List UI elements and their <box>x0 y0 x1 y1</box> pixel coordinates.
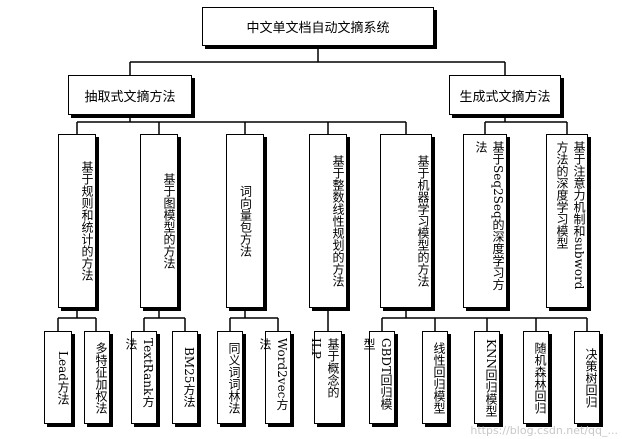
leaf-linear-node: 线性回归模型 <box>422 331 448 424</box>
method-ilp-node: 基于整数线性规划的方法 <box>309 134 347 308</box>
method-stat-node: 基于规则和统计的方法 <box>58 134 96 308</box>
method-vsm-label: 词向量包方法 <box>238 185 253 257</box>
leaf-lead-node: Lead方法 <box>44 331 72 424</box>
leaf-word2vec-node: Word2vec方法 <box>258 331 291 424</box>
watermark-text: https://blog.csdn.net/qq_... <box>470 424 618 437</box>
leaf-bm25-label: BM25方法 <box>182 347 196 408</box>
leaf-dtree-label: 决策树回归 <box>584 347 598 408</box>
extractive-node: 抽取式文摘方法 <box>68 75 192 115</box>
leaf-gbdt-label: GBDT回归模型 <box>362 338 393 411</box>
generative-label: 生成式文摘方法 <box>459 89 551 105</box>
leaf-multi-node: 多特征加权法 <box>84 331 110 424</box>
leaf-synonym-node: 同义词词林法 <box>217 331 243 424</box>
method-seq2seq-label: 基于Seq2Seq的深度学习方法 <box>474 141 505 291</box>
leaf-synonym-label: 同义词词林法 <box>227 341 241 414</box>
method-stat-label: 基于规则和统计的方法 <box>80 161 94 281</box>
method-ml-label: 基于机器学习模型的方法 <box>416 155 430 287</box>
method-attn-label: 基于注意力机制和subword方法的深度学习模型 <box>555 141 586 290</box>
method-seq2seq-node: 基于Seq2Seq的深度学习方法 <box>463 134 507 308</box>
leaf-bm25-node: BM25方法 <box>172 331 198 424</box>
leaf-word2vec-label: Word2vec方法 <box>258 338 289 411</box>
leaf-multi-label: 多特征加权法 <box>94 341 108 414</box>
root-label: 中文单文档自动文摘系统 <box>246 21 390 36</box>
leaf-knn-label: KNN回归模型 <box>484 338 498 417</box>
leaf-linear-label: 线性回归模型 <box>432 341 446 414</box>
root-node: 中文单文档自动文摘系统 <box>202 7 434 46</box>
leaf-dtree-node: 决策树回归 <box>574 331 600 424</box>
method-ml-node: 基于机器学习模型的方法 <box>380 134 432 308</box>
method-ilp-label: 基于整数线性规划的方法 <box>331 155 345 287</box>
leaf-concept-ilp-node: 基于概念的ILP <box>309 331 342 424</box>
method-attn-node: 基于注意力机制和subword方法的深度学习模型 <box>546 134 588 308</box>
leaf-gbdt-node: GBDT回归模型 <box>362 331 395 424</box>
leaf-knn-node: KNN回归模型 <box>474 331 500 424</box>
leaf-rf-label: 随机森林回归 <box>533 341 547 414</box>
generative-node: 生成式文摘方法 <box>449 75 561 115</box>
leaf-textrank-node: TextRank方法 <box>124 331 157 424</box>
method-graph-node: 基于图模型的方法 <box>140 134 178 308</box>
leaf-lead-label: Lead方法 <box>56 350 70 405</box>
method-graph-label: 基于图模型的方法 <box>162 173 176 269</box>
extractive-label: 抽取式文摘方法 <box>84 89 176 105</box>
leaf-concept-ilp-label: 基于概念的ILP <box>309 338 340 398</box>
leaf-rf-node: 随机森林回归 <box>523 331 549 424</box>
method-vsm-node: 词向量包方法 <box>226 134 264 308</box>
leaf-textrank-label: TextRank方法 <box>124 338 155 408</box>
